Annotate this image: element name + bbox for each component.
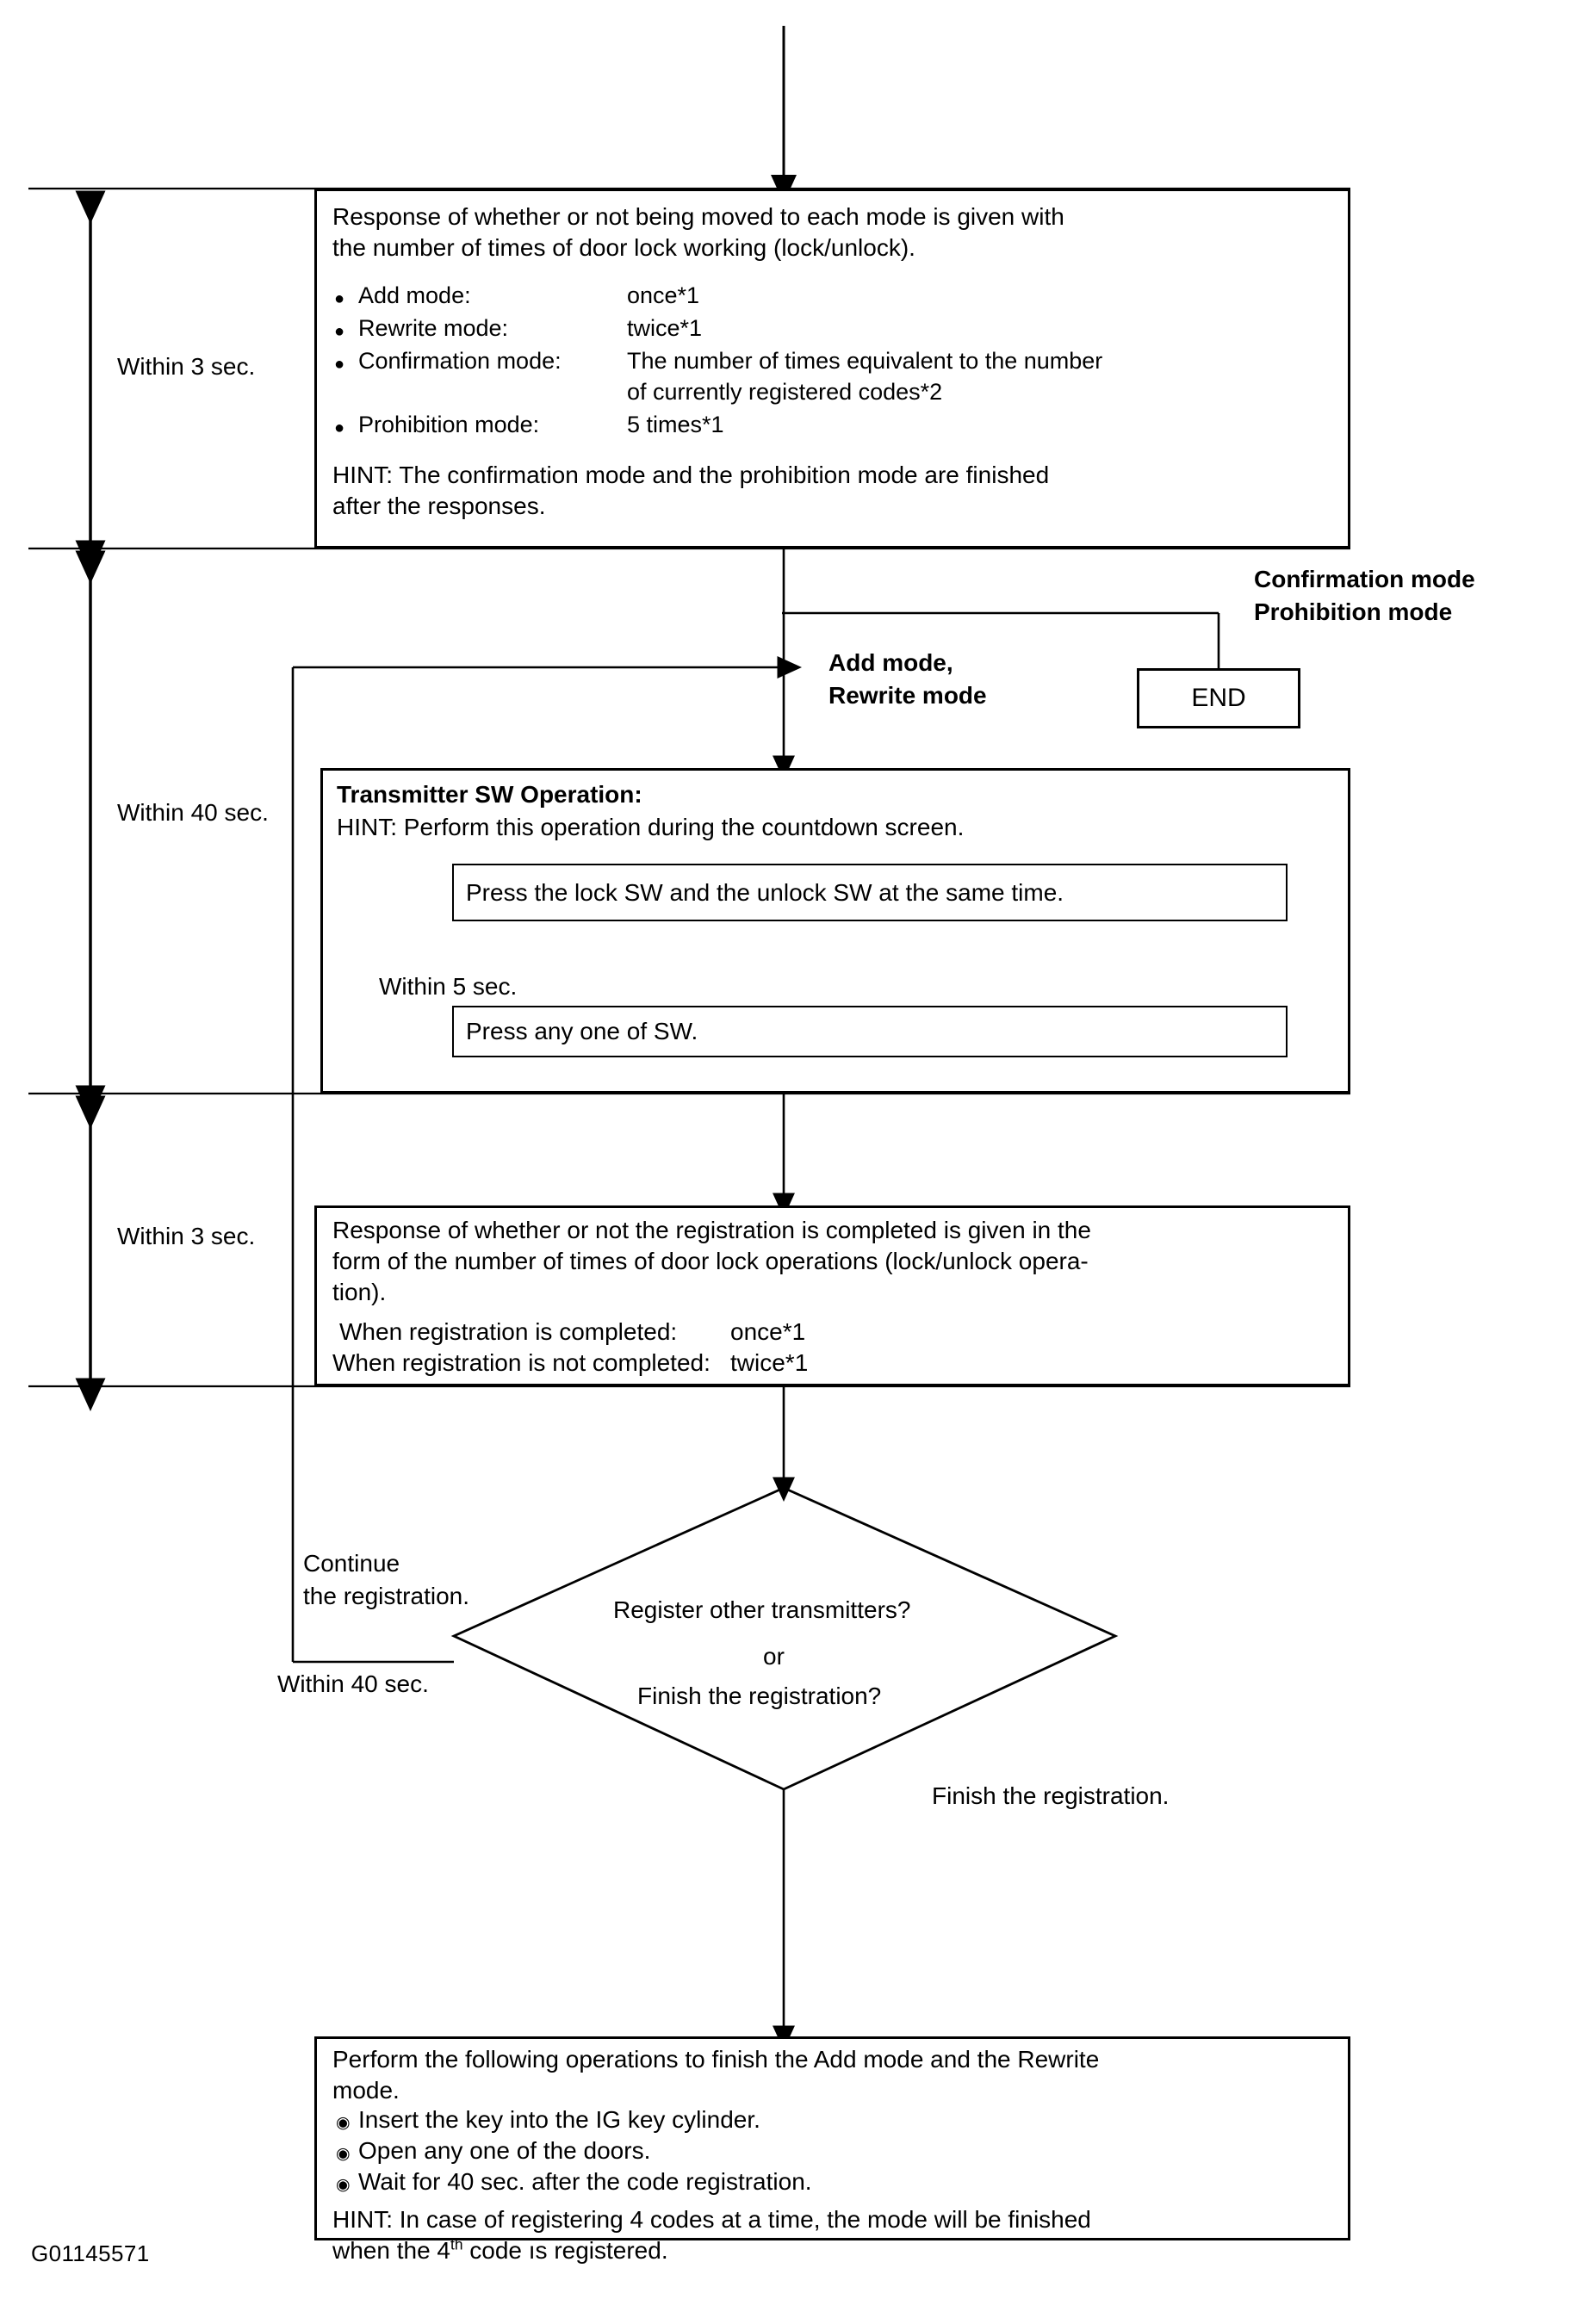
bullet-icon: ◉	[336, 2176, 351, 2194]
step-box-press-lock-unlock: Press the lock SW and the unlock SW at t…	[452, 864, 1288, 921]
box3-result2-label: When registration is not completed:	[332, 1349, 711, 1376]
label-confirmation-mode: Confirmation mode	[1254, 566, 1475, 592]
mode-value-rewrite: twice*1	[627, 315, 703, 341]
box4-hint-line1: HINT: In case of registering 4 codes at …	[332, 2206, 1091, 2233]
decision-diamond	[450, 1486, 1119, 1791]
label-prohibition-mode: Prohibition mode	[1254, 598, 1453, 625]
box4-bullet-text-wait-40sec: Wait for 40 sec. after the code registra…	[358, 2168, 812, 2195]
step-1-text: Press the lock SW and the unlock SW at t…	[466, 879, 1064, 906]
box4-hint-line2: when the 4th code ıs registered.	[332, 2235, 668, 2266]
bullet-icon: ●	[334, 289, 345, 308]
box4-hint-ordinal-sup: th	[450, 2235, 463, 2253]
box-response-modes: Response of whether or not being moved t…	[314, 189, 1350, 548]
box3-line3: tion).	[332, 1279, 387, 1305]
transmitter-title: Transmitter SW Operation:	[337, 781, 642, 808]
decision-branch-finish-label: Finish the registration.	[932, 1782, 1170, 1809]
mode-label-rewrite: Rewrite mode:	[358, 315, 509, 341]
decision-branch-continue-line1: Continue	[303, 1550, 400, 1577]
box3-line1: Response of whether or not the registrat…	[332, 1217, 1091, 1243]
end-node: END	[1137, 668, 1300, 728]
mode-label-confirmation: Confirmation mode:	[358, 348, 562, 374]
bullet-icon: ◉	[336, 2114, 351, 2132]
box4-hint-post: code ıs registered.	[462, 2237, 668, 2264]
bullet-icon: ◉	[336, 2145, 351, 2163]
mode-value-confirmation-line1: The number of times equivalent to the nu…	[627, 348, 1103, 374]
box1-hint-line2: after the responses.	[332, 493, 546, 519]
box4-line2: mode.	[332, 2077, 400, 2104]
label-rewrite-mode: Rewrite mode	[828, 682, 987, 709]
bullet-icon: ●	[334, 418, 345, 437]
end-node-label: END	[1191, 684, 1246, 712]
box4-bullet-text-open-door: Open any one of the doors.	[358, 2137, 651, 2164]
figure-id: G01145571	[31, 2240, 150, 2266]
transmitter-hint: HINT: Perform this operation during the …	[337, 814, 965, 840]
label-add-mode: Add mode,	[828, 649, 953, 676]
timing-label-within-40-sec: Within 40 sec.	[117, 799, 269, 826]
decision-branch-continue-timing: Within 40 sec.	[277, 1670, 429, 1697]
decision-question-line3: Finish the registration?	[637, 1683, 882, 1709]
box3-line2: form of the number of times of door lock…	[332, 1248, 1089, 1274]
box-registration-response: Response of whether or not the registrat…	[314, 1205, 1350, 1386]
timing-label-within-3-sec-top: Within 3 sec.	[117, 353, 256, 380]
mode-value-add: once*1	[627, 282, 700, 308]
step-2-text: Press any one of SW.	[466, 1018, 698, 1044]
timing-label-within-3-sec-bottom: Within 3 sec.	[117, 1223, 256, 1249]
mode-label-add: Add mode:	[358, 282, 471, 308]
box-finish-operations: Perform the following operations to fini…	[314, 2036, 1350, 2264]
bullet-icon: ●	[334, 355, 345, 374]
step-box-press-any-sw: Press any one of SW.	[452, 1006, 1288, 1057]
bullet-icon: ●	[334, 322, 345, 341]
decision-question-line1: Register other transmitters?	[613, 1596, 911, 1623]
mode-value-prohibition: 5 times*1	[627, 412, 724, 437]
mode-label-prohibition: Prohibition mode:	[358, 412, 540, 437]
box1-intro-line1: Response of whether or not being moved t…	[332, 203, 1064, 230]
box3-result1-value: once*1	[730, 1318, 806, 1345]
box4-hint-pre: when the 4	[332, 2237, 450, 2264]
box4-line1: Perform the following operations to fini…	[332, 2046, 1100, 2073]
box4-bullet-text-insert-key: Insert the key into the IG key cylinder.	[358, 2106, 760, 2133]
decision-branch-continue-line2: the registration.	[303, 1583, 469, 1609]
box1-intro-line2: the number of times of door lock working…	[332, 234, 915, 261]
box3-result1-label: When registration is completed:	[339, 1318, 678, 1345]
mode-value-confirmation-line2: of currently registered codes*2	[627, 379, 943, 405]
decision-question-line2: or	[763, 1643, 785, 1670]
box3-result2-value: twice*1	[730, 1349, 809, 1376]
box1-hint-line1: HINT: The confirmation mode and the proh…	[332, 462, 1050, 488]
inner-timing-label-5sec: Within 5 sec.	[379, 973, 518, 1000]
